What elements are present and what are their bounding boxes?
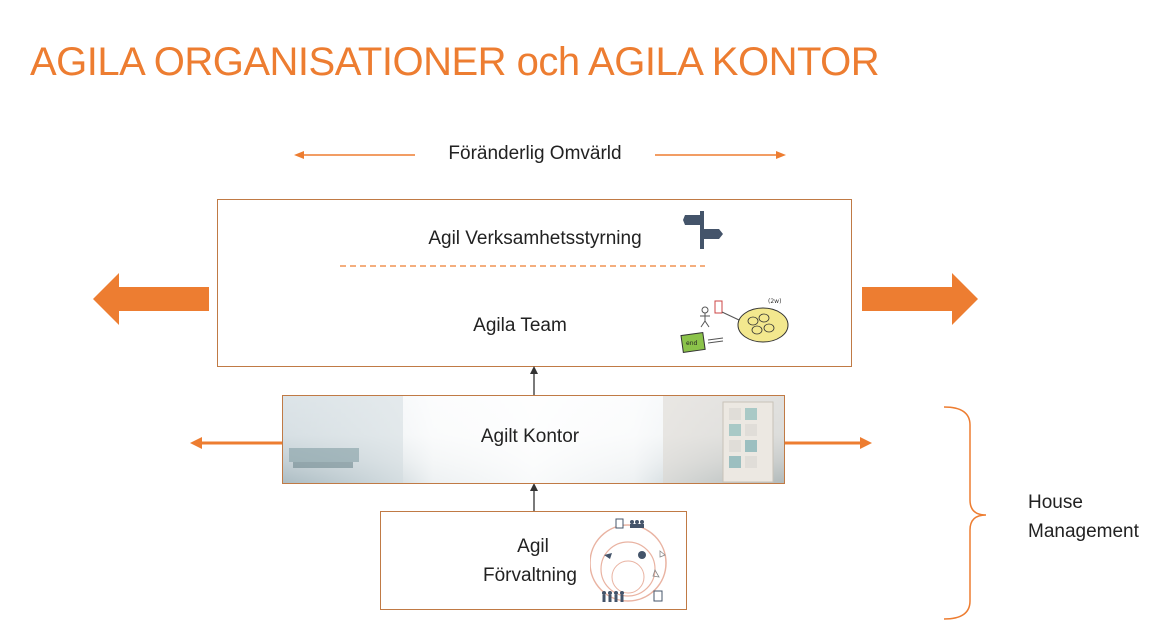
agil-label: Agil [517,536,549,557]
management-cycle-icon [590,518,667,602]
office-right-arrow [784,437,872,449]
office-interior-image [283,396,784,483]
slide-title: AGILA ORGANISATIONER och AGILA KONTOR [30,40,880,84]
organisation-box [217,199,852,367]
up-arrow-office-to-org [530,366,538,396]
forvaltning-label: Förvaltning [483,565,577,586]
house-management-bracket [943,406,987,620]
left-big-arrow [93,273,209,325]
svg-text:end: end [686,340,697,347]
dashed-divider [340,265,705,267]
up-arrow-mgmt-to-office [530,483,538,512]
agilt-kontor-label: Agilt Kontor [480,426,580,447]
team-sketch-icon: end (2w) [680,298,789,354]
office-left-arrow [190,437,283,449]
environment-label: Föränderlig Omvärld [415,143,655,165]
management-label: Management [1028,521,1139,542]
svg-text:(2w): (2w) [768,298,781,305]
office-box [282,395,785,484]
right-big-arrow [862,273,978,325]
verksamhetsstyrning-label: Agil Verksamhetsstyrning [428,228,642,249]
signpost-icon [683,211,723,249]
house-label: House [1028,492,1083,513]
agila-team-label: Agila Team [473,315,567,336]
